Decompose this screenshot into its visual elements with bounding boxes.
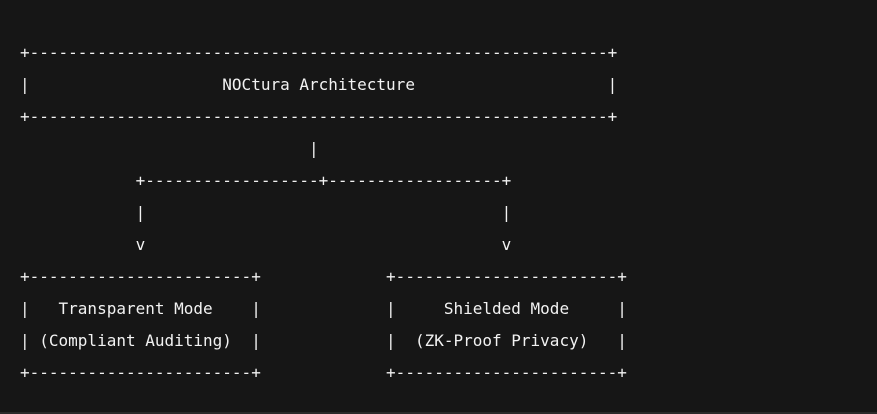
branch-arrows: v v [20,235,512,254]
branch-vertical-lines: | | [20,203,512,222]
top-box-top-border: +---------------------------------------… [20,43,618,62]
top-box-bottom-border: +---------------------------------------… [20,107,618,126]
branch-horizontal-line: +------------------+------------------+ [20,171,512,190]
top-box-title-row: | NOCtura Architecture | [20,75,618,94]
center-connector: | [20,139,319,158]
mode-boxes-title-row: | Transparent Mode | | Shielded Mode | [20,299,627,318]
ascii-architecture-diagram: +---------------------------------------… [20,37,627,389]
mode-boxes-bottom-border: +-----------------------+ +-------------… [20,363,627,382]
mode-boxes-subtitle-row: | (Compliant Auditing) | | (ZK-Proof Pri… [20,331,627,350]
mode-boxes-top-border: +-----------------------+ +-------------… [20,267,627,286]
